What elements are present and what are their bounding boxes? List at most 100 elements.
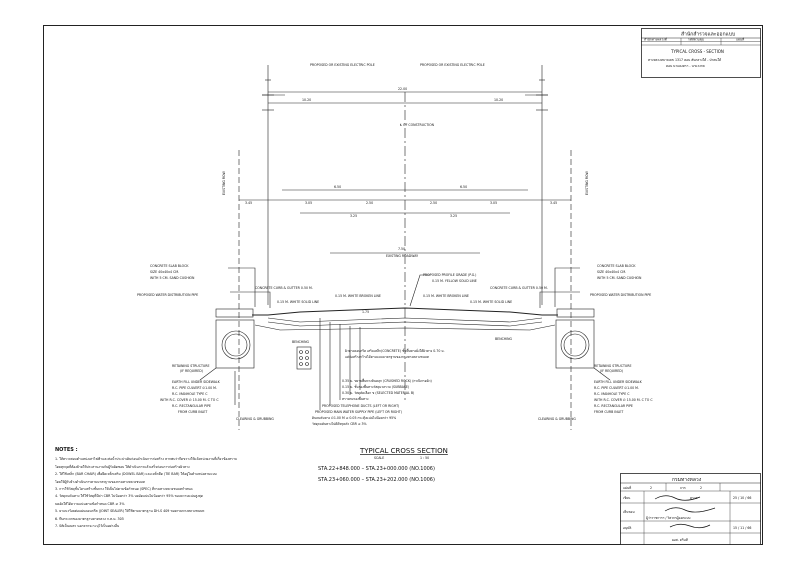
section-scale: 1 : 50: [420, 456, 429, 460]
left-sand: WITH 5 CM. SAND CUSHION: [150, 276, 195, 280]
left-curb-gutter: CONCRETE CURB & GUTTER 0.50 M.: [255, 286, 313, 290]
note-item: 4. วัสดุถมคันทาง ให้ใช้วัสดุที่มีค่า CBR…: [55, 494, 203, 499]
dim-lane-c: 2.50: [430, 201, 437, 205]
right-rect-pipe: R.C. RECTANGULAR PIPE: [594, 404, 633, 408]
section-scale-label: SCALE: [374, 456, 384, 460]
project-line-2: ตอน นาแดงตรา - นาแรงกล: [666, 64, 705, 68]
note-item: บดอัดให้ได้ความแน่นตามข้อกำหนด CBR ≥ 3%: [55, 501, 125, 506]
left-retaining: RETAINING STRUCTURE: [172, 364, 210, 368]
right-cover: WITH R.C. COVER ∅ 15.00 M. C TO C: [594, 398, 653, 402]
station-range-1: STA.22+848.000 – STA.23+000.000 (NO.1006…: [318, 466, 435, 472]
left-pipe-culvert: [221, 330, 251, 360]
date-1: 25 / 10 / 66: [733, 496, 751, 500]
dim-top-total: 22.00: [398, 87, 407, 91]
drawing-title: TYPICAL CROSS - SECTION: [670, 49, 724, 54]
dim-sidewalk-right: 3.45: [550, 201, 557, 205]
left-earth-fill: EARTH FILL UNDER SIDEWALK: [172, 380, 221, 384]
right-sand: WITH 5 CM. SAND CUSHION: [597, 276, 642, 280]
title-block-top: สำนักสำรวจและออกแบบ สำนักทางหลวงที่ รหัส…: [641, 28, 761, 78]
label-construction: ℄ OF CONSTRUCTION: [400, 123, 435, 127]
sheet-label: แผ่นที่: [623, 485, 631, 490]
dim-inner-left: 3.25: [350, 214, 357, 218]
right-clearing: CLEARING & GRUBBING: [538, 417, 576, 421]
dim-lane-d: 3.05: [490, 201, 497, 205]
tb-label-3: แผ่นที่: [736, 37, 744, 42]
date-2: 15 / 11 / 66: [733, 526, 751, 530]
right-pipe-culvert: [560, 330, 590, 360]
left-curb-inlet: FROM CURB INLET: [178, 410, 207, 414]
signature-1: [654, 495, 701, 501]
note-item: 2. ให้ใช้เหล็ก (BAR CHAIR) เพื่อยึดเหล็ก…: [55, 472, 217, 477]
note-item: โดยทุกจุดที่ต้องย้ายให้ประสานงานกับผู้รั…: [55, 464, 190, 469]
station-range-2: STA.23+060.000 – STA.23+202.000 (NO.1006…: [318, 477, 435, 483]
tb-label-1: สำนักทางหลวงที่: [644, 37, 667, 42]
left-if-required: (IF REQUIRED): [180, 369, 203, 373]
signature-2: [664, 507, 716, 513]
label-yellow-solid: 0.15 M. YELLOW SOLID LINE: [432, 279, 477, 283]
label-pole-left: PROPOSED OR EXISTING ELECTRIC POLE: [310, 63, 375, 67]
project-line-1: ทางหลวงหมายเลข 1317 ตอน สันกลางใต้ - ป่า…: [648, 58, 721, 62]
note-item: โดยให้ผู้รับจ้างดำเนินการตามมาตรฐานของกร…: [55, 479, 145, 484]
right-earth-fill: EARTH FILL UNDER SIDEWALK: [594, 380, 643, 384]
dim-sidewalk-left: 3.45: [245, 201, 252, 205]
notes-heading: NOTES :: [55, 447, 78, 453]
label-base-3: 0.30 ม. วัสดุคัดเลือก ข (SELECTED MATERI…: [342, 390, 414, 396]
title-block-bottom: กรมทางหลวง แผ่นที่ 2 จาก 2 เขียน ตรวจ 25…: [620, 473, 761, 545]
right-sidewalk: [556, 308, 595, 318]
left-manhole: [215, 319, 255, 369]
label-pole-right: PROPOSED OR EXISTING ELECTRIC POLE: [420, 63, 485, 67]
total-label: จาก: [680, 486, 686, 490]
label-telephone: PROPOSED TELEPHONE DUCTS (LEFT OR RIGHT): [322, 404, 399, 408]
note-item: 5. ยาแนวร้อยต่อแผ่นคอนกรีต (JOINT SEALER…: [55, 509, 205, 514]
right-manhole-label: R.C. MANHOLE TYPE C: [594, 392, 630, 396]
label-profile-grade: PROPOSED PROFILE GRADE (P.G.): [423, 273, 476, 277]
label-base-2: 0.15 ม. ชั้นรองพื้นทางวัสดุมวลรวม (SUBBA…: [342, 384, 409, 390]
right-curb-gutter: CONCRETE CURB & GUTTER 0.50 M.: [490, 286, 548, 290]
right-white-solid: 0.15 M. WHITE SOLID LINE: [470, 300, 512, 304]
left-water-pipe: PROPOSED WATER DISTRIBUTION PIPE: [137, 293, 198, 297]
drawing-frame: [43, 25, 763, 545]
dim-inner-right: 3.25: [450, 214, 457, 218]
note-item: 6. ทึบกระจกของมาตรฐานทางหลวง ก.ท.ม. 305: [55, 516, 124, 521]
note-item: 1. ให้ตรวจสอบตำแหน่งเสาไฟฟ้าและท่อน้ำประ…: [55, 457, 237, 462]
dim-median-sub: EXISTING ROADWAY: [386, 254, 418, 258]
telephone-ducts: [296, 346, 312, 370]
label-slope: 1.75: [362, 310, 369, 314]
note-item: 7. มิติเป็นเมตร นอกจากจะระบุไว้เป็นอย่าง…: [55, 524, 120, 529]
dim-lane-a: 3.05: [305, 201, 312, 205]
dim-left-outer: 10.20: [302, 98, 311, 102]
note-item: 3. การใช้วัสดุชั้นโครงสร้างชั้นทาง ให้เป…: [55, 487, 193, 492]
left-rc-pipe: R.C. PIPE CULVERT ∅1.00 M.: [172, 386, 217, 390]
label-embankment: วัสดุถมคันทางไม่ดีดีทรุดตัว CBR ≥ 3%: [312, 422, 367, 427]
signature-3: [669, 523, 711, 529]
dim-mid-right: 6.50: [460, 185, 467, 189]
right-manhole: [555, 319, 595, 369]
signatory-name: ผอส. ตรีนที: [672, 538, 688, 542]
dim-right-outer: 10.20: [494, 98, 503, 102]
right-slab: CONCRETE SLAB BLOCK: [597, 264, 636, 268]
label-row-right: EXISTING ROW: [585, 170, 589, 195]
right-white-broken: 0.15 M. WHITE BROKEN LINE: [423, 294, 469, 298]
label-row-left: EXISTING ROW: [222, 170, 226, 195]
notes-block: NOTES : 1. ให้ตรวจสอบตำแหน่งเสาไฟฟ้าและท…: [55, 447, 295, 530]
drawn-value: ตรวจ: [690, 496, 698, 500]
right-rc-pipe: R.C. PIPE CULVERT ∅1.00 M.: [594, 386, 639, 390]
right-retaining: RETAINING STRUCTURE: [594, 364, 632, 368]
left-sidewalk: [215, 308, 254, 318]
right-benching: BENCHING: [495, 337, 513, 341]
left-clearing: CLEARING & GRUBBING: [236, 417, 274, 421]
label-pavement: ผิวทางคอนกรีต เสริมเหล็ก(CONCRETE) ชั้นพ…: [345, 347, 445, 353]
right-water-pipe: PROPOSED WATER DISTRIBUTION PIPE: [590, 293, 651, 297]
left-cover: WITH R.C. COVER ∅ 15.00 M. C TO C: [160, 398, 219, 402]
left-rect-pipe: R.C. RECTANGULAR PIPE: [172, 404, 211, 408]
sig-label: ผู้ว่าราชการฯ / วิศวกรผู้ออกแบบ: [646, 516, 691, 520]
drawn-label: เขียน: [623, 496, 631, 500]
label-base-1: 0.35 ม. ขยายพื้นทางหินคลุก (CRUSHED ROCK…: [342, 378, 432, 384]
road-surface: [252, 307, 558, 316]
right-curb-inlet: FROM CURB INLET: [594, 410, 623, 414]
label-water-supply: PROPOSED MAIN WATER SUPPLY PIPE (LEFT OR…: [315, 410, 402, 414]
left-benching: BENCHING: [292, 340, 310, 344]
dim-mid-left: 6.50: [334, 185, 341, 189]
right-if-required: (IF REQUIRED): [600, 369, 623, 373]
